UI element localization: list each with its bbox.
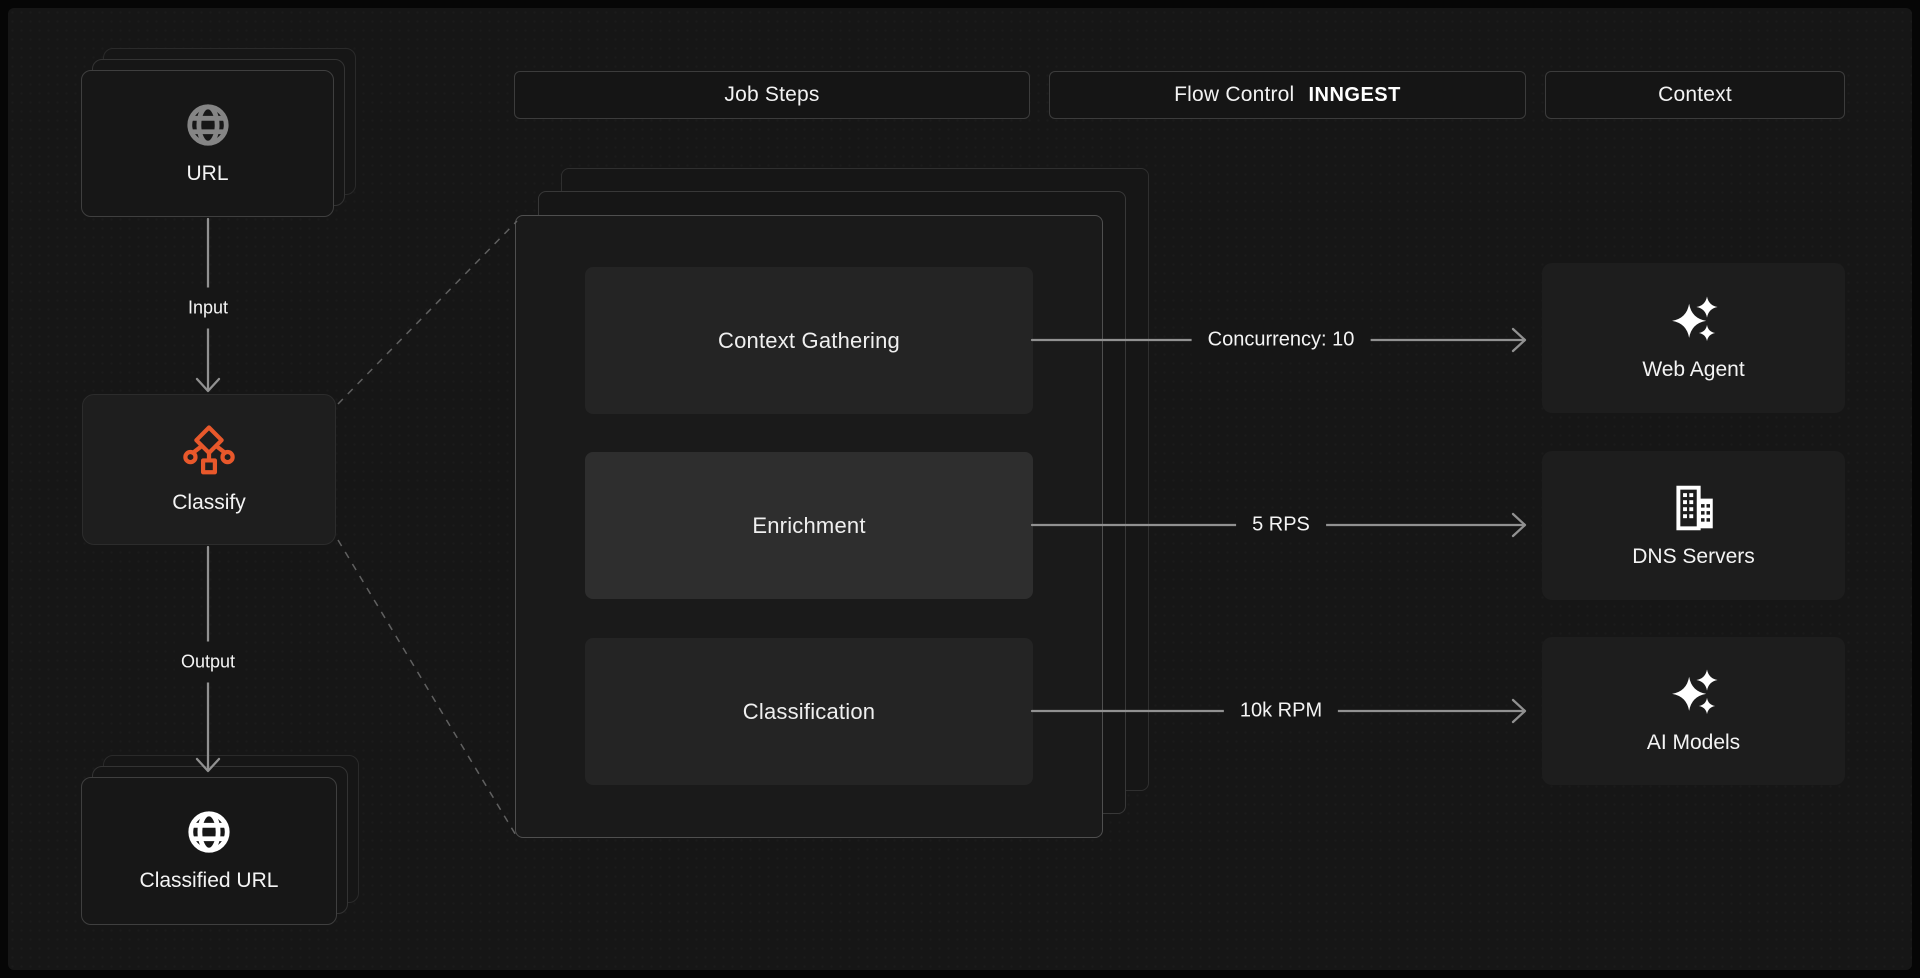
flow-label-concurrency: Concurrency: 10	[1191, 324, 1371, 356]
step-label: Enrichment	[752, 512, 866, 538]
service-label: Web Agent	[1642, 358, 1745, 381]
job-steps-panel: Context Gathering Enrichment Classificat…	[515, 215, 1103, 838]
flow-arrowhead-rps	[1511, 512, 1527, 538]
flow-label-rpm: 10k RPM	[1223, 695, 1339, 727]
output-arrow-label: Output	[174, 641, 242, 683]
classify-node-label: Classify	[172, 490, 246, 514]
classified-url-card-label: Classified URL	[139, 869, 279, 892]
url-card: URL	[81, 70, 334, 217]
input-arrowhead	[195, 377, 221, 393]
header-job-steps-label: Job Steps	[724, 83, 820, 106]
service-card-ai-models: AI Models	[1542, 637, 1845, 785]
header-job-steps: Job Steps	[514, 71, 1030, 119]
dashed-expansion-lines	[337, 220, 518, 838]
classified-url-stack: Classified URL	[81, 755, 359, 925]
step-classification: Classification	[585, 638, 1033, 785]
url-input-stack: URL	[81, 48, 356, 217]
flow-arrowhead-rpm	[1511, 698, 1527, 724]
header-flow-control: Flow Control INNGEST	[1049, 71, 1526, 119]
page-frame: Job Steps Flow Control INNGEST Context	[8, 8, 1912, 970]
flow-label-rps: 5 RPS	[1236, 509, 1326, 541]
globe-icon	[186, 809, 232, 855]
step-label: Context Gathering	[718, 327, 900, 353]
globe-icon	[185, 102, 231, 148]
classify-node: Classify	[82, 394, 336, 545]
classified-url-card: Classified URL	[81, 777, 337, 925]
url-card-label: URL	[186, 161, 229, 185]
step-context-gathering: Context Gathering	[585, 267, 1033, 414]
job-steps-panel-stack: Context Gathering Enrichment Classificat…	[515, 168, 1149, 838]
sparkles-icon	[1668, 667, 1720, 719]
header-context-label: Context	[1658, 83, 1732, 106]
sparkles-icon	[1668, 294, 1720, 346]
step-label: Classification	[742, 698, 876, 724]
flow-arrowhead-concurrency	[1511, 327, 1527, 353]
classify-branch-icon	[182, 424, 236, 479]
header-context: Context	[1545, 71, 1845, 119]
service-card-dns-servers: DNS Servers	[1542, 451, 1845, 600]
inngest-wordmark: INNGEST	[1308, 83, 1401, 106]
service-label: DNS Servers	[1632, 544, 1755, 568]
header-flow-control-label: Flow Control	[1174, 83, 1295, 106]
buildings-icon	[1669, 483, 1719, 533]
input-arrow-label: Input	[181, 287, 235, 329]
step-enrichment: Enrichment	[585, 452, 1033, 599]
service-label: AI Models	[1646, 731, 1741, 754]
service-card-web-agent: Web Agent	[1542, 263, 1845, 413]
